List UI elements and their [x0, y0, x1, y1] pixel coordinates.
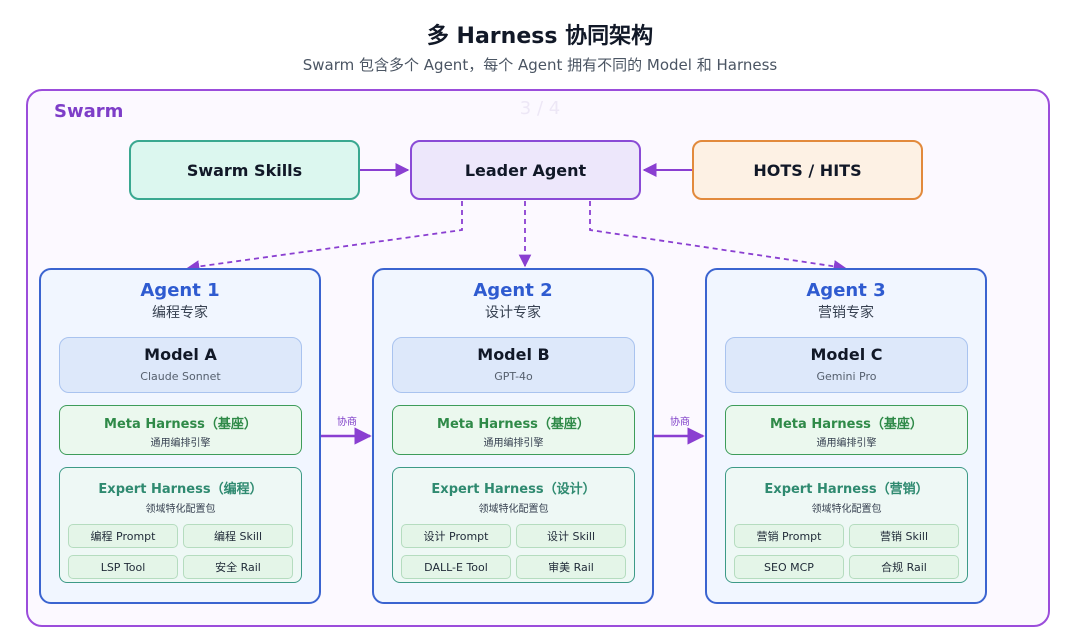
page-indicator: 3 / 4 [519, 98, 561, 119]
meta-harness-title: Meta Harness（基座） [437, 417, 590, 432]
meta-harness-box [725, 405, 968, 455]
expert-harness-subtitle: 领域特化配置包 [811, 504, 882, 515]
config-chip: 编程 Prompt [68, 524, 178, 548]
model-box [725, 337, 968, 393]
agent-name: Agent 1 [140, 280, 220, 301]
leader-agent-label: Leader Agent [464, 160, 587, 180]
expert-harness-subtitle: 领域特化配置包 [478, 504, 549, 515]
model-name: Model A [144, 345, 217, 364]
model-subtitle: GPT-4o [494, 370, 533, 383]
meta-harness-title: Meta Harness（基座） [104, 417, 257, 432]
meta-harness-subtitle: 通用编排引擎 [150, 438, 211, 449]
expert-harness-title: Expert Harness（设计） [431, 482, 596, 497]
model-box [392, 337, 635, 393]
model-name: Model C [810, 345, 883, 364]
config-chip: 合规 Rail [849, 555, 959, 579]
expert-harness-title: Expert Harness（编程） [98, 482, 263, 497]
model-subtitle: Gemini Pro [816, 370, 877, 383]
config-chip: 营销 Skill [849, 524, 959, 548]
meta-harness-subtitle: 通用编排引擎 [483, 438, 544, 449]
config-chip: SEO MCP [734, 555, 844, 579]
meta-harness-box [392, 405, 635, 455]
config-chip: 设计 Prompt [401, 524, 511, 548]
agent-role: 编程专家 [152, 305, 208, 321]
leader-agent-box: Leader Agent [410, 140, 641, 200]
arrow-leader-to-agent-3 [589, 201, 847, 273]
collab-label-2-3: 协商 [670, 417, 690, 428]
page-title: 多 Harness 协同架构 [426, 24, 654, 49]
expert-harness-title: Expert Harness（营销） [764, 482, 929, 497]
arrow-leader-to-agent-1 [186, 201, 463, 273]
agent-name: Agent 3 [806, 280, 886, 301]
agent-name: Agent 2 [473, 280, 553, 301]
hots-hits-box: HOTS / HITS [692, 140, 923, 200]
model-subtitle: Claude Sonnet [140, 370, 221, 383]
swarm-skills-box: Swarm Skills [129, 140, 360, 200]
config-chip: 设计 Skill [516, 524, 626, 548]
swarm-skills-label: Swarm Skills [186, 160, 303, 180]
model-name: Model B [477, 345, 550, 364]
meta-harness-subtitle: 通用编排引擎 [816, 438, 877, 449]
expert-harness-subtitle: 领域特化配置包 [145, 504, 216, 515]
config-chip: DALL-E Tool [401, 555, 511, 579]
config-chip: LSP Tool [68, 555, 178, 579]
page-subtitle: Swarm 包含多个 Agent，每个 Agent 拥有不同的 Model 和 … [302, 56, 778, 74]
model-box [59, 337, 302, 393]
config-chip: 审美 Rail [516, 555, 626, 579]
config-chip: 营销 Prompt [734, 524, 844, 548]
agent-role: 营销专家 [818, 305, 874, 321]
meta-harness-title: Meta Harness（基座） [770, 417, 923, 432]
swarm-label: Swarm [54, 101, 124, 122]
hots-hits-label: HOTS / HITS [753, 160, 862, 180]
config-chip: 安全 Rail [183, 555, 293, 579]
agent-role: 设计专家 [485, 305, 541, 321]
config-chip: 编程 Skill [183, 524, 293, 548]
meta-harness-box [59, 405, 302, 455]
collab-label-1-2: 协商 [337, 417, 357, 428]
